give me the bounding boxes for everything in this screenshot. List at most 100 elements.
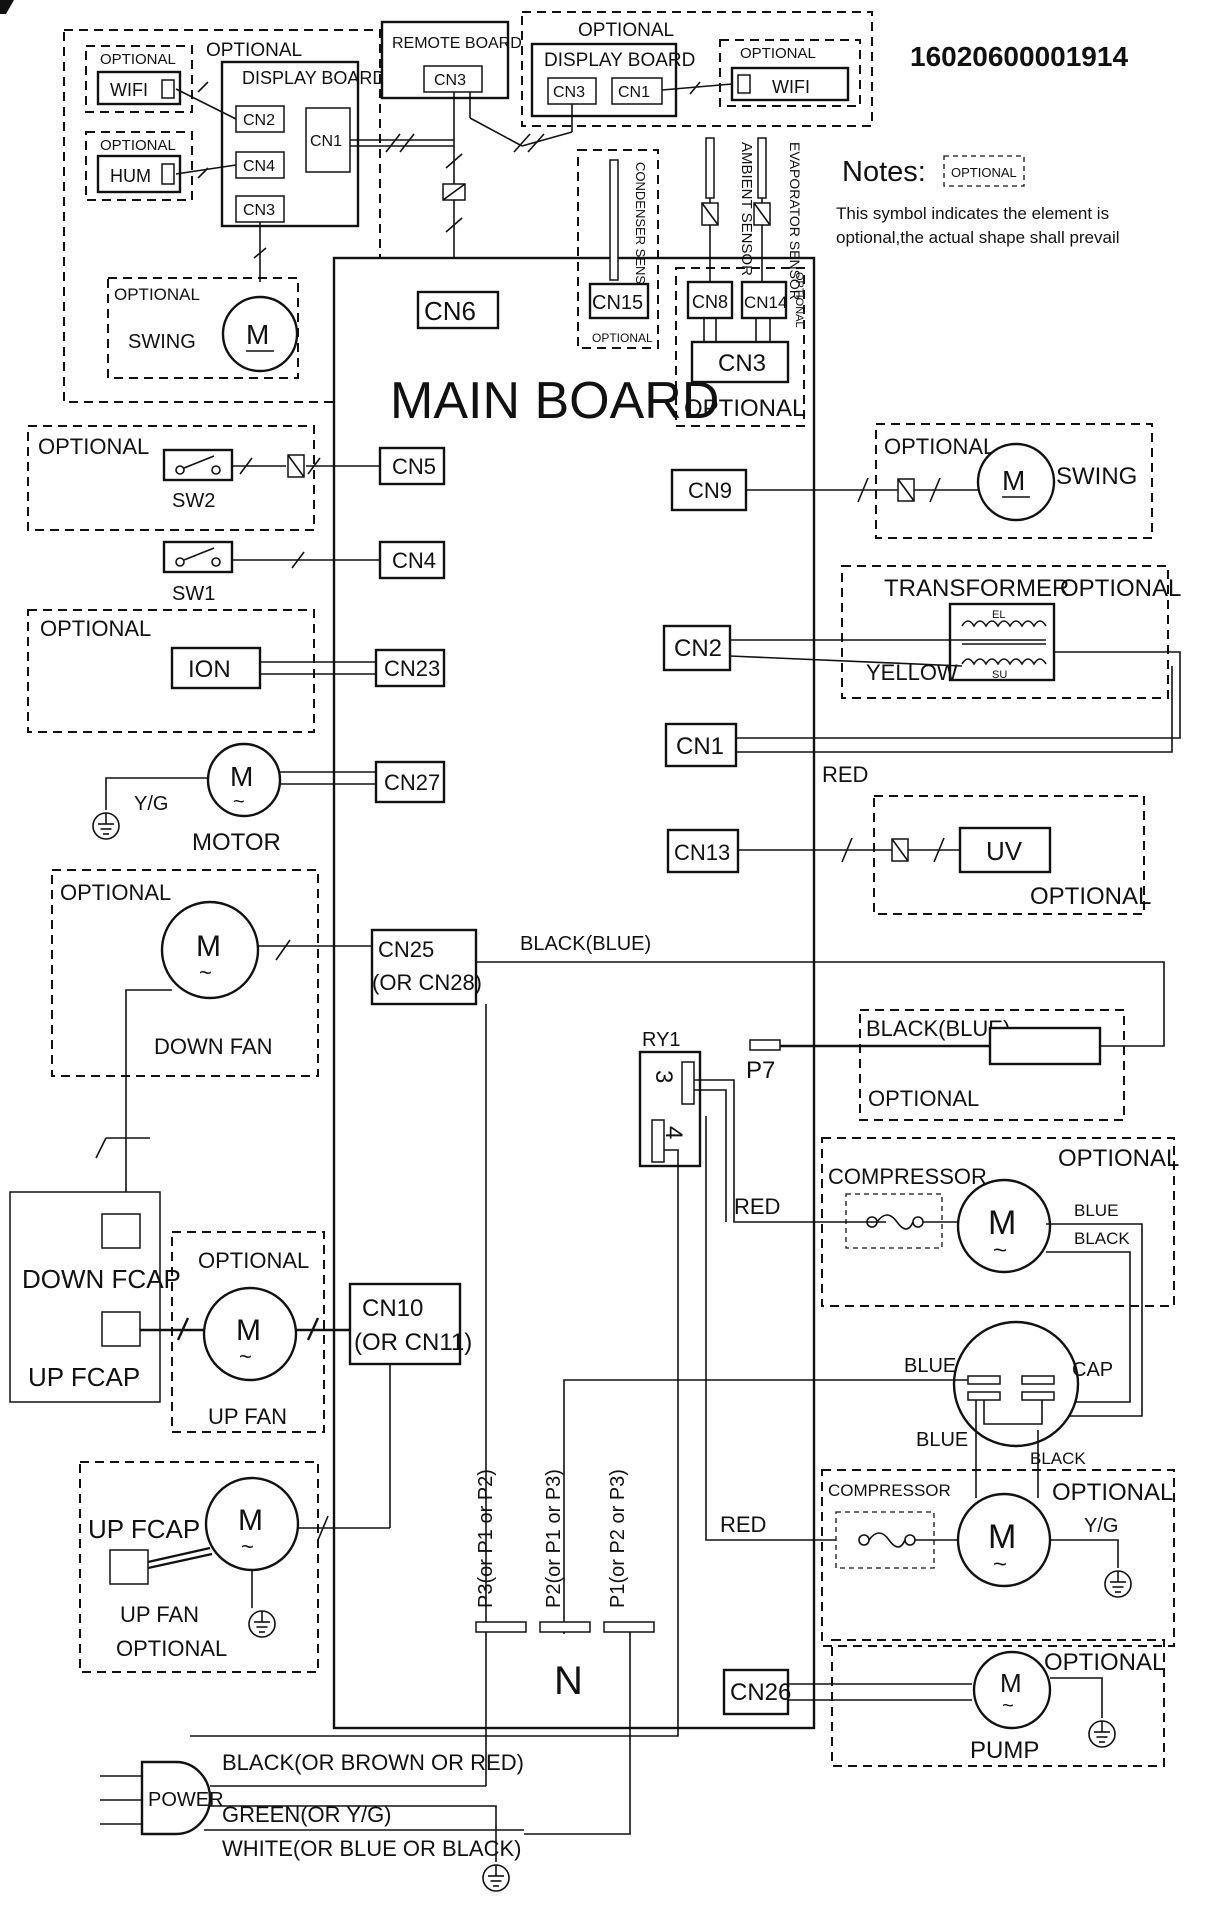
main-cn5 [378,446,446,486]
up-fan-lower-fcap [109,1549,149,1585]
pump-motor [972,1650,1052,1730]
swing-left-label: SWING [128,331,196,353]
compressor-1-motor [956,1178,1052,1274]
svg-text:CN1: CN1 [310,133,342,150]
left-display-group-optional-label: OPTIONAL [206,40,302,61]
svg-text:CN10: CN10 [362,1295,423,1322]
transformer-optional-label: OPTIONAL [1060,575,1181,602]
svg-text:~: ~ [1002,1695,1014,1717]
svg-text:(OR CN11): (OR CN11) [354,1329,472,1356]
svg-text:~: ~ [241,1534,254,1559]
heater-group [859,1009,1125,1121]
condenser-sensor-label: CONDENSER SENSOR [633,162,648,304]
svg-text:M: M [196,930,221,963]
wifi-right-label: WIFI [772,77,810,97]
down-fcap-terminal [101,1213,141,1249]
down-fan-group [51,869,319,1077]
cn14-optional-label: OPTIONAL [793,272,805,328]
svg-text:CN25: CN25 [378,937,434,962]
svg-text:M: M [236,1314,261,1347]
heater-element [988,1026,1102,1066]
ion-optional-label: OPTIONAL [40,616,151,641]
svg-text:CN1: CN1 [618,84,650,101]
display-cn3 [235,195,285,223]
display-right-cn1 [611,77,663,105]
power-plug [140,1760,212,1836]
compressor-2-label: COMPRESSOR [828,1481,951,1500]
svg-text:~: ~ [239,1344,252,1369]
up-fan-optional-label: OPTIONAL [198,1248,309,1273]
svg-text:3: 3 [650,1070,677,1083]
sw1-label: SW1 [172,583,215,605]
pump-group [831,1639,1165,1767]
svg-text:CN4: CN4 [243,158,275,175]
left-display-group [63,29,381,403]
main-cn1 [664,722,738,768]
wifi-module-group [85,45,193,113]
main-cn4 [378,540,446,580]
main-cn15 [588,282,650,320]
ion-group [27,609,315,733]
wire-green-label: GREEN(OR Y/G) [222,1802,392,1827]
display-right-cn3 [547,77,597,105]
wire-white-label: WHITE(OR BLUE OR BLACK) [222,1836,521,1861]
wifi-right-optional-label: OPTIONAL [740,45,816,62]
evaporator-sensor-label: EVAPORATOR SENSOR [787,142,803,300]
uv-lamp [958,826,1052,874]
down-fan-optional-label: OPTIONAL [60,880,171,905]
svg-text:CN3: CN3 [553,84,585,101]
cn1-red-label: RED [822,762,868,787]
uv-optional-label: OPTIONAL [1030,883,1151,910]
pump-ground-icon [1088,1720,1116,1748]
neutral-label: N [554,1659,583,1703]
svg-text:SU: SU [992,669,1007,681]
switch-sw1 [162,540,234,574]
cap-label: CAP [1072,1359,1113,1381]
main-cn25 [370,928,478,1006]
notes-line-2: optional,the actual shape shall prevail [836,228,1120,247]
svg-text:CN14: CN14 [744,293,787,312]
cap-blue-top-label: BLUE [904,1355,956,1377]
pump-optional-label: OPTIONAL [1044,1649,1165,1676]
terminal-p3 [475,1621,527,1633]
main-cn26 [722,1668,790,1716]
compressor-1-blue-label: BLUE [1074,1201,1118,1220]
run-capacitor [952,1320,1080,1448]
condenser-sensor [609,159,619,281]
hum-optional-label: OPTIONAL [100,137,176,154]
up-fan-lower-label: UP FAN [120,1602,199,1627]
motor-yg-label: Y/G [134,793,168,815]
svg-text:M: M [988,1518,1016,1556]
svg-text:CN8: CN8 [692,292,728,312]
relay-red-label: RED [734,1194,780,1219]
svg-text:CN9: CN9 [688,478,732,503]
cap-black-label: BLACK [1030,1449,1086,1468]
svg-text:CN3: CN3 [718,350,766,377]
svg-text:CN3: CN3 [434,72,466,89]
main-cn14 [740,280,788,320]
uv-group [873,795,1145,915]
svg-text:~: ~ [993,1237,1007,1264]
up-fcap-terminal [101,1311,141,1347]
svg-text:CN27: CN27 [384,770,440,795]
up-fan-label: UP FAN [208,1404,287,1429]
main-cn10 [348,1282,462,1366]
swing-right-optional-label: OPTIONAL [884,434,995,459]
main-cn6 [416,290,500,330]
svg-text:CN3: CN3 [243,202,275,219]
up-fan-motor [202,1286,298,1382]
svg-text:CN2: CN2 [674,635,722,662]
compressor-1-overload [845,1193,943,1249]
ambient-sensor-label: AMBIENT SENSOR [738,142,755,276]
motor-label: MOTOR [192,829,281,856]
main-cn27 [374,760,446,804]
hum-label: HUM [110,166,151,186]
svg-text:M: M [1002,465,1025,496]
compressor-1-black-label: BLACK [1074,1229,1130,1248]
svg-text:CN6: CN6 [424,296,476,326]
black-blue-wire-label: BLACK(BLUE) [520,933,651,955]
terminal-p2-label: P2(or P1 or P3) [543,1469,565,1608]
wire-black-label: BLACK(OR BROWN OR RED) [222,1750,524,1775]
notes-optional-symbol [943,155,1025,187]
evaporator-sensor-probe [757,137,767,199]
